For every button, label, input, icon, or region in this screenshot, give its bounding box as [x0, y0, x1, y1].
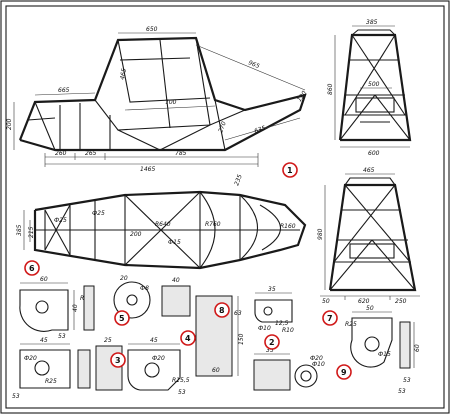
dim-plan-215: 215: [28, 226, 35, 238]
part-2-lug: [254, 292, 293, 323]
dim-260: 260: [55, 150, 67, 157]
dim-rear-980: 980: [317, 228, 324, 240]
dim-600: 600: [368, 150, 380, 157]
dim-b2-d10: Ф10: [312, 361, 325, 368]
marker-3: 3: [110, 352, 126, 368]
dim-plan-235: 235: [233, 173, 244, 186]
dim-plan-d25b: Ф25: [92, 210, 105, 217]
dim-465: 465: [119, 68, 128, 81]
dim-b1-45: 45: [40, 337, 48, 344]
dim-b3-45: 45: [150, 337, 158, 344]
dim-b9-53: 53: [398, 388, 406, 395]
dim-860: 860: [327, 83, 334, 95]
dim-p8-63: 63: [234, 310, 242, 317]
svg-text:2: 2: [269, 338, 275, 347]
dim-b1-r25: R25: [45, 378, 57, 385]
dim-665: 665: [58, 87, 70, 94]
dim-b3-r155: R15,5: [172, 377, 190, 384]
plan-view: [23, 190, 307, 270]
part-7-clevis: [350, 311, 415, 369]
dim-p7-d15: Ф15: [378, 351, 391, 358]
svg-text:4: 4: [185, 334, 191, 343]
dim-p6-53: 53: [58, 333, 66, 340]
part-6-side-tab: [83, 285, 95, 331]
dim-1465: 1465: [140, 166, 155, 173]
dim-plan-r160: R160: [280, 223, 296, 230]
part-6-bracket: [19, 282, 75, 332]
dim-b2-35: 35: [266, 347, 274, 354]
marker-9: 9: [336, 364, 352, 380]
marker-8: 8: [214, 302, 230, 318]
dim-rear-620: 620: [358, 298, 370, 305]
dim-p7-r25: R25: [345, 321, 357, 328]
part-b1-bracket: [19, 343, 91, 389]
dim-b8-25: 25: [104, 337, 112, 344]
dim-b1-53: 53: [12, 393, 20, 400]
svg-text:6: 6: [29, 264, 35, 273]
dim-700: 700: [165, 99, 177, 106]
dim-965: 965: [247, 59, 260, 70]
dim-p2-125: 12,5: [275, 320, 289, 327]
marker-5: 5: [114, 310, 130, 326]
svg-text:7: 7: [327, 314, 333, 323]
dim-385: 385: [366, 19, 378, 26]
dim-785: 785: [175, 150, 187, 157]
dim-p6-60: 60: [40, 276, 48, 283]
dim-p6-40: 40: [72, 304, 79, 312]
side-view: [13, 32, 307, 167]
dim-b2-d20: Ф20: [310, 355, 323, 362]
svg-text:8: 8: [219, 306, 225, 315]
sheet-inner-border: [5, 5, 445, 409]
dim-p5-20: 20: [120, 275, 128, 282]
dim-500: 500: [368, 81, 380, 88]
marker-7: 7: [322, 310, 338, 326]
dim-270: 270: [217, 120, 228, 133]
dim-rear-50: 50: [322, 298, 330, 305]
dim-200: 200: [6, 118, 13, 130]
dim-plan-r760: R760: [205, 221, 221, 228]
dim-p7-50: 50: [366, 305, 374, 312]
dim-plan-d25a: Ф25: [54, 217, 67, 224]
dim-265: 265: [85, 150, 97, 157]
dim-b3-d20: Ф20: [152, 355, 165, 362]
dim-p5-d8: Ф8: [140, 285, 149, 292]
front-view: [334, 25, 412, 148]
dim-plan-200: 200: [130, 231, 142, 238]
dim-p8-150: 150: [238, 333, 245, 345]
dim-p2-r10: R10: [282, 327, 294, 334]
svg-text:9: 9: [341, 368, 347, 377]
marker-2: 2: [264, 334, 280, 350]
svg-text:5: 5: [119, 314, 125, 323]
dim-650: 650: [146, 26, 158, 33]
dim-plan-r640: R640: [155, 221, 171, 228]
dim-rear-250: 250: [395, 298, 407, 305]
marker-6: 6: [24, 260, 40, 276]
dim-plan-d15: Ф15: [168, 239, 181, 246]
dim-120: 120: [296, 90, 308, 104]
part-b3-bracket: [127, 343, 181, 391]
dim-rear-465: 465: [363, 167, 375, 174]
dim-p7-60: 60: [414, 344, 421, 352]
dim-p2-d10: Ф10: [258, 325, 271, 332]
marker-4: 4: [180, 330, 196, 346]
dim-p5-40: 40: [172, 277, 180, 284]
dim-b1-d20: Ф20: [24, 355, 37, 362]
svg-text:1: 1: [287, 166, 293, 175]
svg-text:3: 3: [115, 356, 121, 365]
dim-b3-53: 53: [178, 389, 186, 396]
part-5-washer: [113, 281, 191, 319]
rear-view: [320, 173, 420, 300]
dim-plan-385: 385: [16, 224, 23, 236]
dim-b8-60: 60: [212, 367, 220, 374]
marker-1: 1: [282, 162, 298, 178]
dim-635: 635: [253, 125, 266, 135]
dim-p7-53: 53: [403, 377, 411, 384]
dim-p2-35: 35: [268, 286, 276, 293]
part-b2-bushing: [253, 353, 318, 391]
